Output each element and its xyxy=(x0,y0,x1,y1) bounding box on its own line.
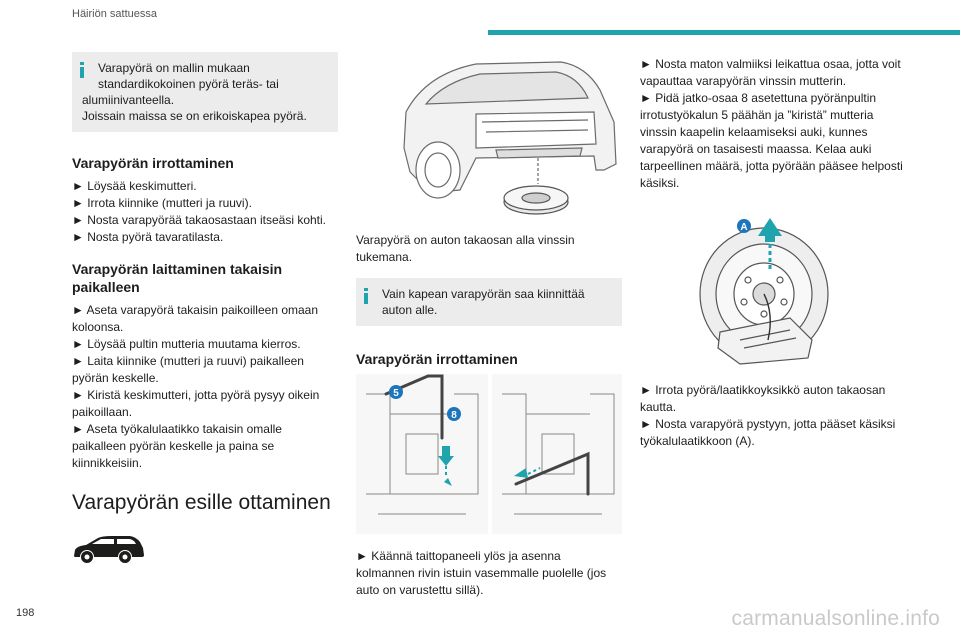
header-accent-bar xyxy=(488,30,960,35)
step-item: ► Nosta varapyörä pystyyn, jotta pääset … xyxy=(640,417,896,448)
label-8: 8 xyxy=(451,410,457,421)
note-text: Vain kapean varapyörän saa kiinnittää au… xyxy=(382,287,585,317)
note-line: Joissain maissa se on erikoiskapea pyörä… xyxy=(82,109,307,123)
column-right: ► Nosta maton valmiiksi leikattua osaa, … xyxy=(640,52,906,450)
heading-remove: Varapyörän irrottaminen xyxy=(72,155,234,171)
step-item: ► Aseta varapyörä takaisin paikoilleen o… xyxy=(72,303,319,334)
heading-take-out: Varapyörän esille ottaminen xyxy=(72,491,331,514)
wheel-toolbox-illustration: A xyxy=(699,218,829,365)
column-middle: Varapyörä on auton takaosan alla vinssin… xyxy=(356,52,622,599)
heading-remove-2: Varapyörän irrottaminen xyxy=(356,351,518,367)
info-icon xyxy=(80,62,84,78)
step-item: ► Löysää pultin mutteria muutama kierros… xyxy=(72,337,301,351)
label-a: A xyxy=(740,222,747,233)
step-item: ► Käännä taittopaneeli ylös ja asenna ko… xyxy=(356,549,607,597)
info-icon xyxy=(364,288,368,304)
step-item: ► Laita kiinnike (mutteri ja ruuvi) paik… xyxy=(72,354,304,385)
figure-caption: Varapyörä on auton takaosan alla vinssin… xyxy=(356,233,575,264)
column-left: Varapyörä on mallin mukaan standardikoko… xyxy=(72,52,338,564)
step-item: ► Irrota pyörä/laatikkoyksikkö auton tak… xyxy=(640,383,886,414)
page-number: 198 xyxy=(16,607,35,619)
info-note-narrow-wheel: Vain kapean varapyörän saa kiinnittää au… xyxy=(356,278,622,326)
step-item: ► Nosta maton valmiiksi leikattua osaa, … xyxy=(640,57,901,88)
step-item: ► Pidä jatko-osaa 8 asetettuna pyöränpul… xyxy=(640,91,903,190)
step-item: ► Löysää keskimutteri. xyxy=(72,179,197,193)
label-5: 5 xyxy=(393,388,399,399)
note-line: Varapyörä on mallin mukaan xyxy=(98,61,250,75)
step-item: ► Irrota kiinnike (mutteri ja ruuvi). xyxy=(72,196,252,210)
step-item: ► Kiristä keskimutteri, jotta pyörä pysy… xyxy=(72,388,320,419)
car-rear-spare-wheel-illustration xyxy=(403,61,617,215)
info-note-spare-wheel: Varapyörä on mallin mukaan standardikoko… xyxy=(72,52,338,132)
watermark: carmanualsonline.info xyxy=(731,607,940,630)
suv-silhouette-icon xyxy=(74,536,144,563)
note-line: alumiinivanteella. xyxy=(82,93,175,107)
running-header: Häiriön sattuessa xyxy=(72,8,157,20)
step-item: ► Nosta varapyörää takaosastaan itseäsi … xyxy=(72,213,327,227)
boot-tool-illustration: 5 8 xyxy=(356,374,622,534)
note-line: standardikokoinen pyörä teräs- tai xyxy=(98,77,279,91)
heading-refit: Varapyörän laittaminen takaisin paikalle… xyxy=(72,261,283,295)
step-item: ► Aseta työkalulaatikko takaisin omalle … xyxy=(72,422,282,470)
step-item: ► Nosta pyörä tavaratilasta. xyxy=(72,230,224,244)
